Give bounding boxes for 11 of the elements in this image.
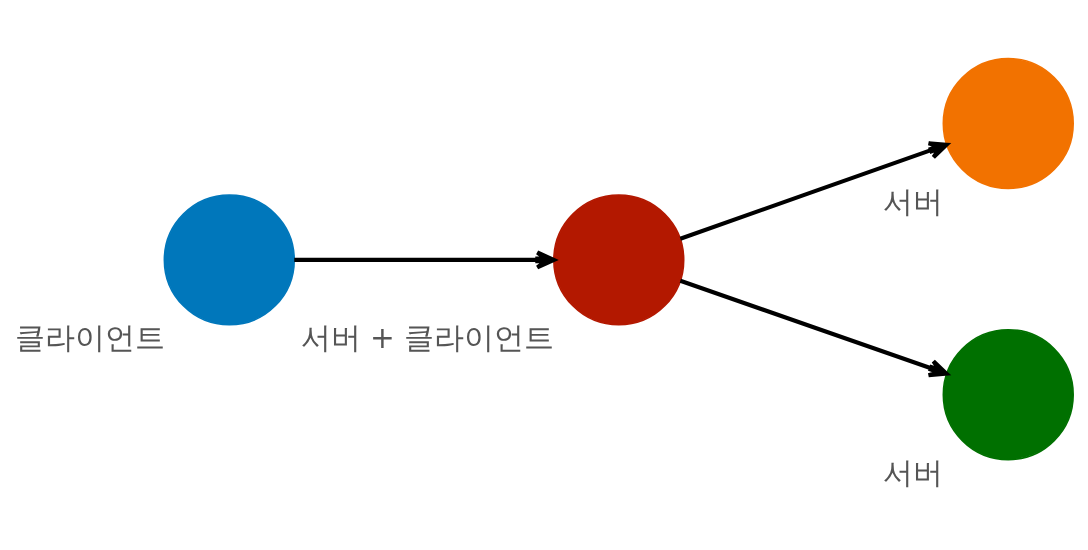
node-label: 서버 [882, 184, 943, 219]
arrow [679, 140, 949, 241]
arrow [294, 249, 556, 269]
node-circle [553, 193, 685, 326]
node-label: 클라이언트 [14, 320, 165, 355]
node-circle [942, 57, 1074, 189]
arrow [679, 278, 949, 377]
node-circle [163, 193, 296, 326]
node-circle [942, 328, 1074, 460]
node-label: 서버 [882, 455, 943, 490]
node-label: 서버 + 클라이언트 [300, 320, 555, 355]
